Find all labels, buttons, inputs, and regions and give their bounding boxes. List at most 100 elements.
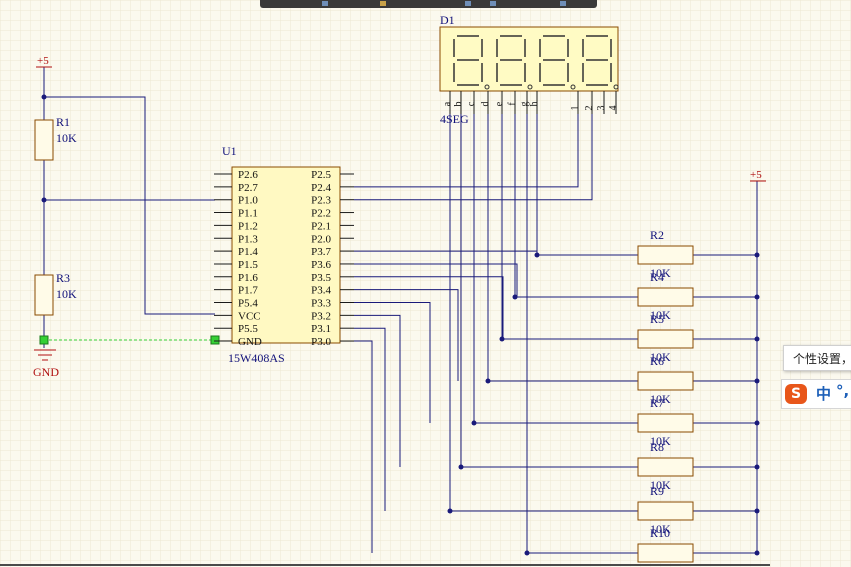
resistor-R3-ref: R3	[56, 271, 70, 285]
mcu-pin-label-left: P2.7	[238, 182, 258, 194]
junction-dot	[524, 550, 530, 556]
mcu-pin-label-left: P1.6	[238, 272, 258, 284]
mcu-pin-label-right: P2.2	[311, 208, 331, 220]
mcu-pin-label-left: P5.5	[238, 323, 258, 335]
resistor-body	[637, 287, 694, 307]
display-ref-label: D1	[440, 13, 455, 27]
tooltip-personal-settings: 个性设置，	[783, 345, 851, 371]
floating-toolbar[interactable]	[260, 0, 597, 8]
mcu-pin-label-right: P2.1	[311, 220, 331, 232]
resistor-value-label: 10K	[650, 392, 671, 406]
mcu-to-segment-wire	[354, 276, 504, 339]
mcu-to-segment-wire	[354, 289, 459, 381]
resistor-value-label: 10K	[650, 266, 671, 280]
junction-dot	[485, 378, 491, 384]
junction-dot	[754, 420, 760, 426]
mcu-pin-label-right: P3.6	[311, 259, 331, 271]
display-pin-label: a	[442, 101, 453, 106]
resistor-R3-body	[34, 274, 54, 316]
mcu-pin-label-left: P1.0	[238, 195, 258, 207]
mcu-pin-label-right: P3.7	[311, 246, 331, 258]
display-pin-label: f	[507, 102, 518, 106]
resistor-R1-ref: R1	[56, 115, 70, 129]
mcu-pin-label-left: P5.4	[238, 298, 258, 310]
resistor-body	[637, 371, 694, 391]
resistor-body	[637, 245, 694, 265]
resistor-R3-value: 10K	[56, 287, 77, 301]
resistor-value-label: 10K	[650, 522, 671, 536]
mcu-part-label: 15W408AS	[228, 351, 285, 365]
mcu-to-segment-wire	[354, 327, 386, 511]
toolbar-tool-icon[interactable]	[380, 1, 386, 6]
decimal-point	[484, 84, 490, 90]
toolbar-tool-icon[interactable]	[490, 1, 496, 6]
decimal-point	[613, 84, 619, 90]
gnd-label: GND	[33, 365, 59, 379]
mcu-to-segment-wire	[354, 314, 401, 467]
resistor-R1-value: 10K	[56, 131, 77, 145]
mcu-pin-label-left: GND	[238, 336, 262, 348]
resistor-ref-label: R4	[650, 270, 664, 284]
vcc-label-left: +5	[37, 55, 49, 67]
display-part-label: 4SEG	[440, 112, 469, 126]
net-handle-left	[39, 335, 49, 345]
labels-layer: +5R110KR310KGNDU115W408ASP2.6P2.7P1.0P1.…	[33, 13, 762, 540]
net-handle-right	[210, 335, 220, 345]
toolbar-tool-icon[interactable]	[322, 1, 328, 6]
resistor-ref-label: R2	[650, 228, 664, 242]
mcu-pin-label-left: P1.5	[238, 259, 258, 271]
display-pin-label: h	[529, 102, 540, 107]
mcu-to-segment-wire	[354, 340, 373, 553]
mcu-to-segment-wire	[354, 302, 431, 423]
ime-status-bar[interactable]: S 中 °,	[781, 379, 851, 409]
toolbar-tool-icon[interactable]	[560, 1, 566, 6]
ime-mode-toggle[interactable]: 中	[816, 385, 832, 403]
mcu-pin-label-right: P3.2	[311, 310, 331, 322]
resistor-body	[637, 501, 694, 521]
parts-layer	[34, 26, 766, 563]
resistor-value-label: 10K	[650, 478, 671, 492]
display-digit-label: 3	[596, 106, 607, 111]
junction-dot	[499, 336, 505, 342]
mcu-pin-label-right: P3.0	[311, 336, 331, 348]
mcu-pin-label-right: P3.5	[311, 272, 331, 284]
mcu-pin-label-left: VCC	[238, 310, 261, 322]
resistor-ref-label: R5	[650, 312, 664, 326]
display-pin-label: b	[453, 102, 464, 107]
mcu-to-segment-wire	[354, 263, 518, 297]
sogou-logo-icon[interactable]: S	[785, 384, 807, 404]
junction-dot	[754, 508, 760, 514]
resistor-ref-label: R10	[650, 526, 670, 540]
mcu-pin-label-left: P1.4	[238, 246, 258, 258]
toolbar-tool-icon[interactable]	[465, 1, 471, 6]
junction-dot	[534, 252, 540, 258]
junction-dot	[754, 336, 760, 342]
display-digit-label: 1	[570, 106, 581, 111]
resistor-ref-label: R9	[650, 484, 664, 498]
resistor-ref-label: R7	[650, 396, 664, 410]
mcu-pin-label-right: P2.4	[311, 182, 331, 194]
vcc-to-mcu-wire	[44, 96, 215, 315]
junction-dot	[754, 252, 760, 258]
junction-dot	[754, 294, 760, 300]
junction-dot	[471, 420, 477, 426]
resistor-R1-body	[34, 119, 54, 161]
display-pin-label: d	[480, 102, 491, 107]
mcu-pin-label-left: P2.6	[238, 169, 258, 181]
resistor-body	[637, 413, 694, 433]
resistor-value-label: 10K	[650, 434, 671, 448]
digit2-wire	[354, 114, 593, 201]
mcu-pin-label-left: P1.3	[238, 233, 258, 245]
junction-dot	[754, 464, 760, 470]
mcu-ref-label: U1	[222, 144, 237, 158]
mcu-pin-label-right: P3.4	[311, 285, 331, 297]
junction-dot	[458, 464, 464, 470]
display-body	[439, 26, 619, 92]
display-pin-label: c	[466, 101, 477, 106]
vcc-label-right: +5	[750, 169, 762, 181]
junction-dot	[754, 378, 760, 384]
ime-punctuation-toggle[interactable]: °,	[836, 382, 850, 400]
mcu-pin-label-right: P3.3	[311, 298, 331, 310]
